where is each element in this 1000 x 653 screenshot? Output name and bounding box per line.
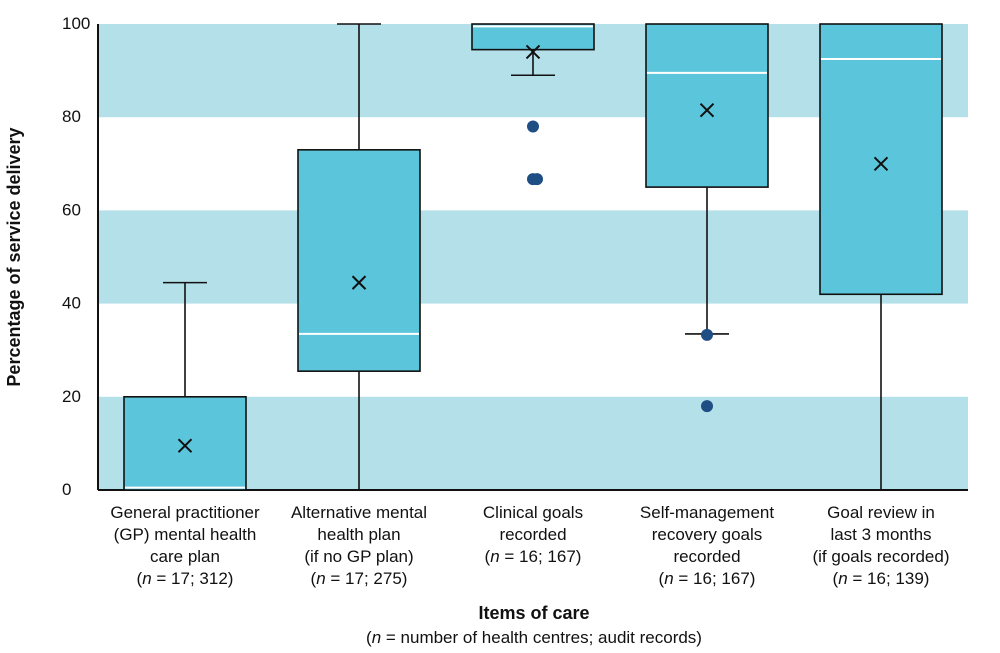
box-5 xyxy=(819,23,943,491)
box-iqr xyxy=(819,23,943,296)
y-axis-ticks: 0 20 40 60 80 100 xyxy=(62,14,90,499)
x-axis-note: (n = number of health centres; audit rec… xyxy=(366,628,702,647)
box-iqr xyxy=(297,149,421,372)
box-series xyxy=(123,23,943,491)
outlier-point xyxy=(701,328,713,341)
mean-marker-b xyxy=(873,156,889,172)
box-iqr xyxy=(645,23,769,188)
outlier-point xyxy=(701,400,713,413)
y-tick-label: 60 xyxy=(62,200,81,219)
box-4 xyxy=(645,23,769,413)
box-2 xyxy=(297,23,421,491)
mean-marker-b xyxy=(351,275,367,290)
y-tick-label: 80 xyxy=(62,107,81,126)
category-n-label-4: (n = 16; 167) xyxy=(659,569,756,588)
category-n-label-5: (n = 16; 139) xyxy=(833,569,930,588)
y-tick-label: 100 xyxy=(62,14,90,33)
y-tick-label: 40 xyxy=(62,294,81,313)
box-3 xyxy=(471,23,595,186)
y-tick-label: 20 xyxy=(62,387,81,406)
x-axis-title: Items of care xyxy=(478,603,589,623)
category-n-label-2: (n = 17; 275) xyxy=(311,569,408,588)
mean-marker-b xyxy=(699,103,715,118)
mean-marker-b xyxy=(177,438,193,453)
box-iqr xyxy=(123,395,247,491)
box-iqr xyxy=(471,23,595,51)
box-1 xyxy=(123,281,247,491)
category-n-label-3: (n = 16; 167) xyxy=(485,547,582,566)
mean-marker-b xyxy=(525,44,541,60)
category-n-label-1: (n = 17; 312) xyxy=(137,569,234,588)
y-tick-label: 0 xyxy=(62,480,71,499)
outlier-point xyxy=(527,120,539,133)
outlier-point xyxy=(531,173,543,186)
y-axis-title: Percentage of service delivery xyxy=(4,127,24,386)
